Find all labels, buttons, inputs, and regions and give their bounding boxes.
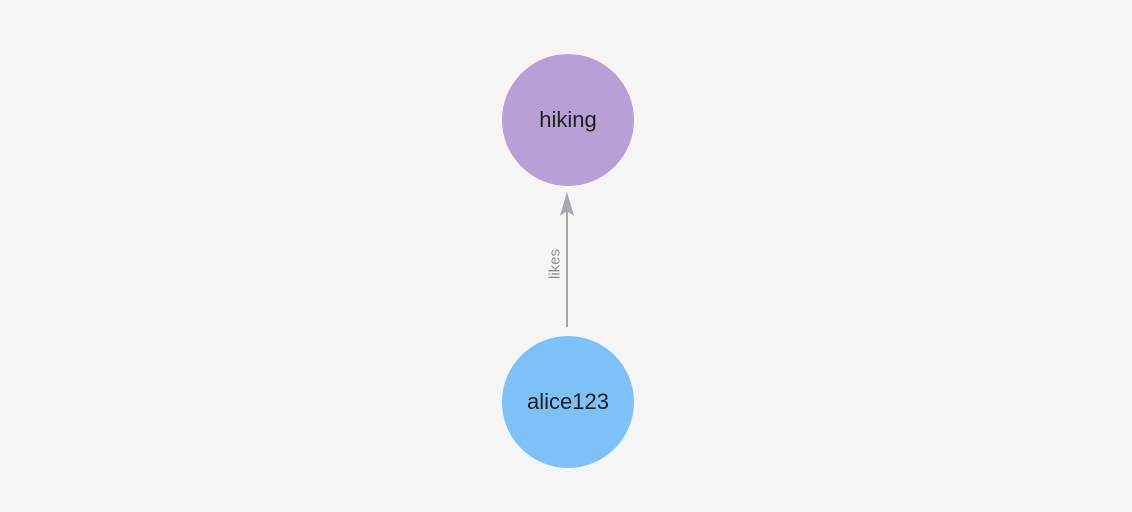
node-hiking[interactable]: hiking [502,54,634,186]
node-alice123-label: alice123 [527,389,609,414]
node-hiking-label: hiking [539,107,597,132]
edge-label-likes: likes [546,248,564,280]
node-alice123[interactable]: alice123 [502,336,634,468]
edge-arrowhead-icon [560,192,574,216]
